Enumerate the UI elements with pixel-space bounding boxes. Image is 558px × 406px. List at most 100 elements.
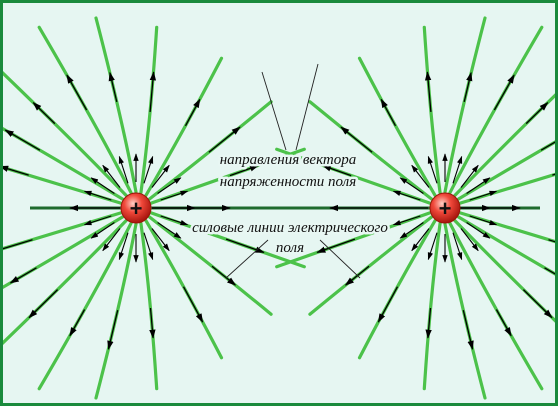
field-line (147, 100, 273, 201)
vector-direction-label-line2: напряженности поля (220, 174, 356, 190)
vector-arrow-icon (151, 164, 170, 188)
vector-arrow-icon (427, 155, 438, 184)
vector-arrow-icon (469, 215, 498, 226)
vector-arrow-icon (522, 289, 553, 319)
vector-arrow-icon (544, 267, 555, 275)
vector-arrow-icon (411, 228, 430, 252)
field-line (443, 16, 487, 194)
vector-arrow-icon (427, 232, 438, 261)
vector-arrow-icon (399, 177, 424, 194)
vector-arrow-icon (149, 71, 157, 112)
vector-arrow-icon (525, 101, 549, 125)
vector-arrow-icon (83, 190, 112, 201)
vector-arrow-icon (149, 307, 156, 339)
vector-arrow-icon (380, 98, 397, 127)
vector-arrow-icon (28, 289, 59, 319)
field-line (3, 126, 125, 201)
vector-arrow-icon (466, 177, 491, 194)
vector-arrow-icon (548, 239, 555, 243)
vector-arrow-icon (3, 239, 33, 250)
vector-arrow-icon (157, 177, 182, 194)
field-lines-label-line2: поля (276, 240, 304, 256)
vector-direction-label-line1: направления вектора (220, 152, 357, 168)
vector-arrow-icon (208, 126, 241, 153)
vector-arrow-icon (160, 190, 189, 201)
vector-arrow-icon (229, 164, 260, 177)
vector-arrow-icon (469, 190, 498, 201)
field-line (357, 56, 437, 197)
field-line (456, 140, 555, 201)
left-charge-sign: + (130, 196, 143, 221)
field-line (456, 215, 555, 276)
vector-arrow-icon (463, 71, 473, 103)
label-pointer-line (319, 239, 361, 279)
vector-arrow-icon (452, 232, 463, 261)
vector-arrow-icon (540, 141, 555, 151)
vector-arrow-icon (102, 164, 121, 188)
vector-arrow-icon (316, 238, 356, 254)
vector-arrow-icon (424, 71, 432, 112)
positive-charge-icon (120, 192, 152, 224)
field-line (147, 215, 273, 316)
vector-arrow-icon (462, 310, 474, 350)
field-line (37, 25, 133, 195)
vector-arrow-icon (460, 164, 479, 188)
field-line (453, 93, 555, 197)
right-charge-sign: + (439, 196, 452, 221)
field-line (422, 25, 442, 195)
vector-arrow-icon (118, 155, 129, 184)
vector-arrow-icon (321, 164, 352, 177)
vector-arrow-icon (9, 267, 37, 284)
vector-arrow-icon (466, 222, 491, 239)
left-positive-charge: + (120, 192, 152, 224)
vector-arrow-icon (460, 228, 479, 252)
vector-arrow-icon (83, 215, 112, 226)
field-line (144, 219, 224, 360)
vector-arrow-icon (377, 286, 399, 323)
field-line (453, 219, 555, 323)
vector-arrow-icon (157, 222, 182, 239)
field-line (422, 221, 442, 391)
field-line (443, 222, 487, 400)
field-line (308, 100, 434, 201)
vector-arrow-icon (211, 265, 237, 286)
field-line (3, 70, 128, 197)
vector-arrow-icon (102, 228, 121, 252)
vector-arrow-icon (90, 177, 115, 194)
right-positive-charge: + (429, 192, 461, 224)
vector-arrow-icon (151, 228, 170, 252)
field-line (139, 25, 159, 195)
vector-arrow-icon (32, 101, 56, 125)
field-line (94, 222, 138, 400)
vector-arrow-icon (452, 155, 463, 184)
vector-arrow-icon (143, 232, 154, 261)
vector-arrow-icon (399, 222, 424, 239)
vector-arrow-icon (90, 222, 115, 239)
field-line (3, 215, 125, 290)
field-line (448, 221, 544, 391)
vector-arrow-icon (4, 129, 41, 151)
vector-arrow-icon (392, 190, 421, 201)
vector-arrow-icon (184, 98, 201, 127)
vector-arrow-icon (340, 126, 373, 153)
vector-arrow-icon (182, 286, 204, 323)
vector-arrow-icon (118, 232, 129, 261)
field-line (94, 16, 138, 194)
vector-arrow-icon (107, 310, 119, 350)
vector-arrow-icon (108, 71, 118, 103)
vector-arrow-icon (66, 74, 88, 111)
field-lines-label-line1: силовые линии электрического (192, 220, 388, 236)
positive-charge-icon (429, 192, 461, 224)
vector-arrow-icon (160, 215, 189, 226)
vector-arrow-icon (495, 309, 512, 337)
vector-arrow-icon (225, 238, 265, 254)
field-line (357, 219, 437, 360)
label-pointer-line (261, 71, 287, 151)
field-line (3, 219, 128, 346)
vector-arrow-icon (493, 74, 515, 111)
field-line (308, 215, 434, 316)
vector-arrow-icon (3, 165, 29, 176)
label-pointer-line (225, 239, 269, 279)
vector-arrow-icon (425, 307, 432, 339)
